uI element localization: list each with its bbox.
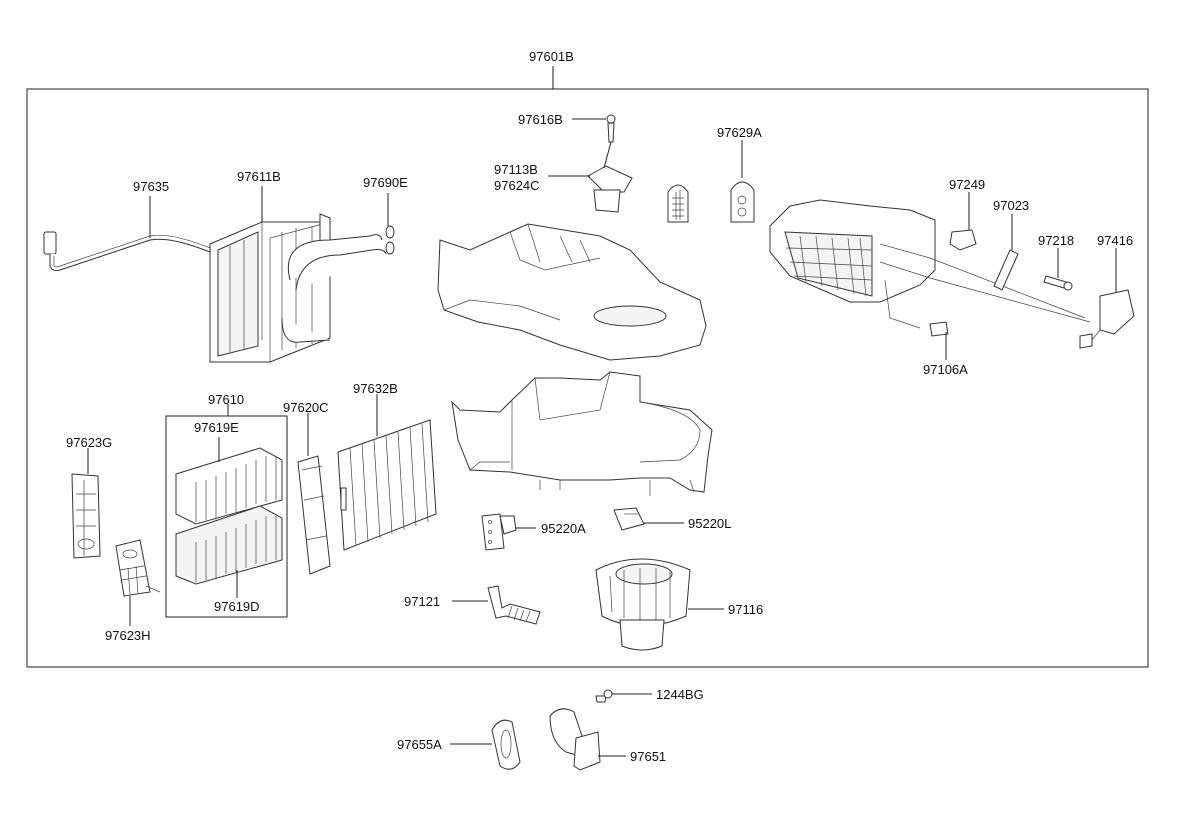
label-97619D[interactable]: 97619D [214, 599, 260, 614]
label-97601B[interactable]: 97601B [529, 49, 574, 64]
label-97249[interactable]: 97249 [949, 177, 985, 192]
label-97416[interactable]: 97416 [1097, 233, 1133, 248]
label-97116[interactable]: 97116 [728, 602, 763, 617]
label-97623H[interactable]: 97623H [105, 628, 151, 643]
label-97624C[interactable]: 97624C [494, 178, 540, 193]
clip-97106A [929, 321, 949, 337]
screw-97616B [606, 114, 616, 143]
label-97610[interactable]: 97610 [208, 392, 244, 407]
hose-97121 [487, 585, 541, 625]
filter-97632B [337, 419, 437, 551]
bracket-97623H [115, 539, 161, 597]
label-97655A[interactable]: 97655A [397, 737, 442, 752]
screw-1244BG [595, 689, 613, 703]
filter-97619D [175, 505, 283, 585]
blower-97116 [595, 558, 691, 651]
label-97632B[interactable]: 97632B [353, 381, 398, 396]
upper-case [437, 223, 707, 361]
seal-97629A [730, 181, 755, 223]
pipe-97635 [43, 231, 211, 271]
cover-97620C [297, 455, 331, 575]
filter-97619E [175, 447, 283, 525]
bracket-97623G [71, 473, 101, 559]
label-97690E[interactable]: 97690E [363, 175, 408, 190]
filter-kit-frame [165, 415, 288, 618]
label-97620C[interactable]: 97620C [283, 400, 329, 415]
label-97619E[interactable]: 97619E [194, 420, 239, 435]
label-95220L[interactable]: 95220L [688, 516, 731, 531]
lever-97023 [993, 249, 1019, 291]
label-97651[interactable]: 97651 [630, 749, 666, 764]
actuator-97416 [1079, 289, 1135, 349]
label-97623G[interactable]: 97623G [66, 435, 112, 450]
label-97113B[interactable]: 97113B [494, 162, 538, 177]
grille-arch [667, 184, 689, 223]
label-97106A[interactable]: 97106A [923, 362, 968, 377]
lower-case [451, 371, 713, 496]
label-97635[interactable]: 97635 [133, 179, 169, 194]
bracket-97249 [949, 229, 977, 251]
label-97121[interactable]: 97121 [404, 594, 440, 609]
assembly-frame [26, 88, 1149, 668]
label-97616B[interactable]: 97616B [518, 112, 563, 127]
right-case [769, 199, 1091, 329]
resistor-95220L [613, 507, 645, 531]
leader-97616B-to-actuator [603, 141, 612, 169]
evaporator-97611B [209, 213, 387, 363]
label-97629A[interactable]: 97629A [717, 125, 762, 140]
relay-95220A [481, 513, 517, 551]
screw-97218 [1043, 275, 1073, 291]
label-95220A[interactable]: 95220A [541, 521, 586, 536]
actuator-97113B [587, 165, 633, 213]
label-97611B[interactable]: 97611B [237, 169, 281, 184]
label-97218[interactable]: 97218 [1038, 233, 1074, 248]
duct-97651 [549, 708, 601, 771]
o-rings-97690E [385, 225, 395, 255]
seal-97655A [491, 719, 521, 770]
label-1244BG[interactable]: 1244BG [656, 687, 704, 702]
label-97023[interactable]: 97023 [993, 198, 1029, 213]
